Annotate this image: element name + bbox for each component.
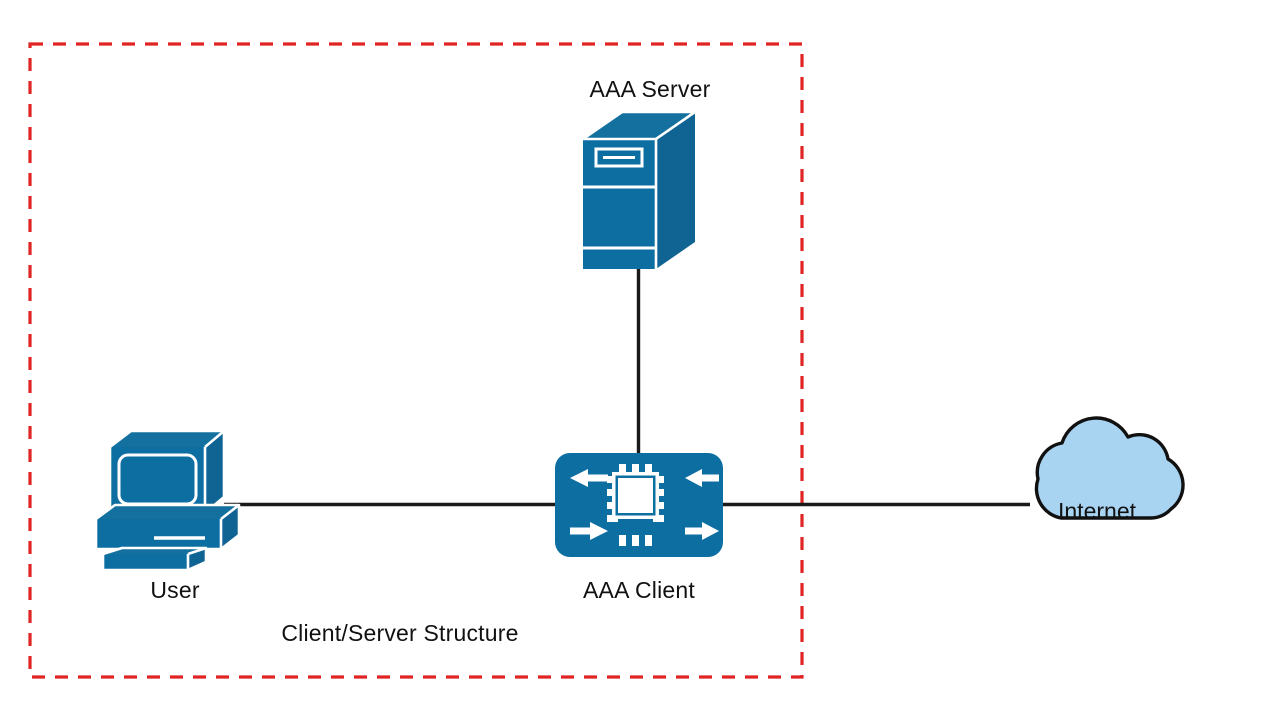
link-layer xyxy=(224,266,1030,507)
node-label-aaa-client: AAA Client xyxy=(583,577,695,603)
router-switch-icon xyxy=(555,453,723,557)
server-icon xyxy=(578,110,700,269)
arrow-left-top xyxy=(570,469,608,487)
boundary-rect xyxy=(28,42,804,679)
cpu-chip-icon xyxy=(607,464,664,546)
arrow-right-top xyxy=(570,522,608,540)
boundary-label: Client/Server Structure xyxy=(281,620,519,646)
node-label-internet: Internet xyxy=(1058,498,1136,524)
cloud-icon xyxy=(1034,416,1185,520)
arrow-right-bottom xyxy=(685,522,719,540)
node-label-user: User xyxy=(150,577,200,603)
desktop-computer-icon xyxy=(94,429,241,572)
node-label-aaa-server: AAA Server xyxy=(589,76,711,102)
arrow-left-bottom xyxy=(685,469,719,487)
